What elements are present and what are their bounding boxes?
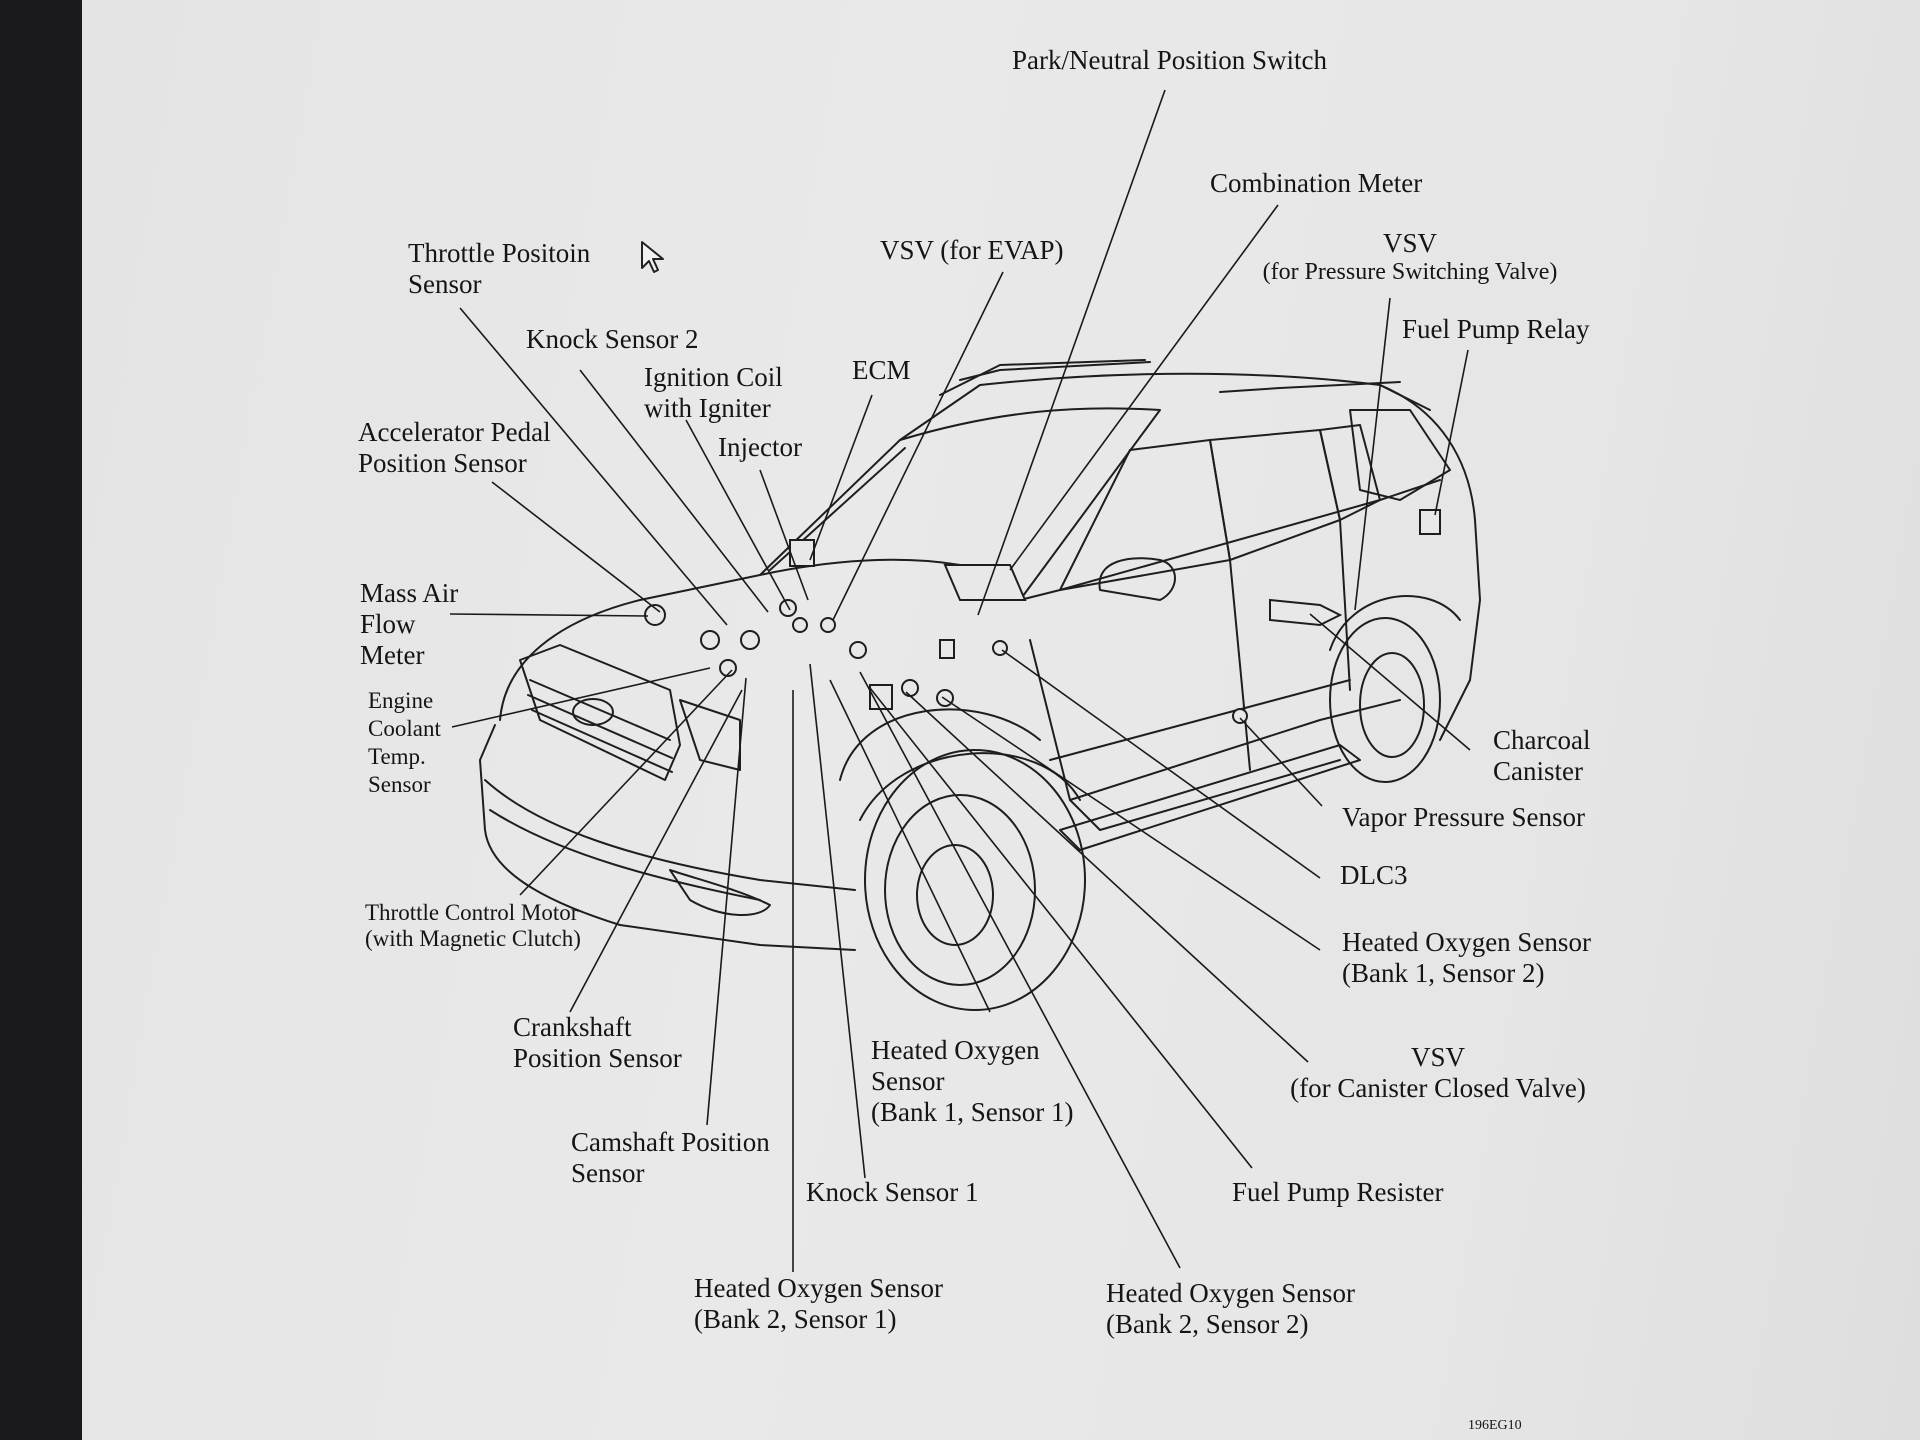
label-knock-sensor-1: Knock Sensor 1: [806, 1177, 979, 1207]
label-ho2-b1s2-line2: (Bank 1, Sensor 2): [1342, 958, 1545, 988]
label-knock-sensor-2: Knock Sensor 2: [526, 324, 699, 354]
label-charcoal-line2: Canister: [1493, 756, 1583, 786]
label-ect-line3: Temp.: [368, 744, 426, 769]
label-ignition-line2: with Igniter: [644, 393, 771, 423]
label-vsv-ccv-line1: VSV: [1410, 1042, 1465, 1072]
figure-code: 196EG10: [1468, 1418, 1522, 1433]
screen-bezel: [0, 0, 92, 1440]
label-crank-line2: Position Sensor: [513, 1043, 682, 1073]
label-ho2-bank2-sensor2: Heated Oxygen Sensor (Bank 2, Sensor 2): [1106, 1278, 1355, 1340]
label-maf-line3: Meter: [360, 640, 425, 670]
component-markers: [644, 509, 1441, 724]
label-maf-line2: Flow: [360, 609, 416, 639]
label-ho2-b2s1-line2: (Bank 2, Sensor 1): [694, 1304, 897, 1334]
label-ecm: ECM: [852, 355, 911, 385]
label-ho2-b2s2-line1: Heated Oxygen Sensor: [1106, 1278, 1355, 1308]
label-ignition-coil: Ignition Coil with Igniter: [644, 362, 783, 424]
label-fuel-pump-resister: Fuel Pump Resister: [1232, 1177, 1444, 1207]
label-crankshaft-position-sensor: Crankshaft Position Sensor: [513, 1012, 682, 1074]
label-throttle-position-sensor: Throttle Positoin Sensor: [408, 238, 590, 300]
label-vapor-pressure-sensor: Vapor Pressure Sensor: [1342, 802, 1585, 832]
vehicle-outline: [479, 359, 1481, 1011]
label-aps-line2: Position Sensor: [358, 448, 527, 478]
label-tcm-line2: (with Magnetic Clutch): [365, 926, 581, 951]
label-combination-meter: Combination Meter: [1210, 168, 1423, 198]
leader-lines: [449, 89, 1471, 1272]
label-mass-air-flow-meter: Mass Air Flow Meter: [360, 578, 458, 671]
label-ect-line4: Sensor: [368, 772, 431, 797]
label-vsv-psv-line2: (for Pressure Switching Valve): [1262, 259, 1558, 285]
label-dlc3: DLC3: [1340, 860, 1408, 890]
label-charcoal-line1: Charcoal: [1493, 725, 1591, 755]
label-tps-line1: Throttle Positoin: [408, 238, 591, 268]
label-tps-line2: Sensor: [408, 269, 482, 299]
label-tcm-line1: Throttle Control Motor: [365, 900, 579, 925]
label-ect-line1: Engine: [368, 688, 434, 713]
label-ho2-b1s2-line1: Heated Oxygen Sensor: [1342, 927, 1591, 957]
label-cam-line1: Camshaft Position: [571, 1127, 770, 1157]
label-vsv-canister-closed-valve: VSV (for Canister Closed Valve): [1278, 1042, 1598, 1104]
label-ho2-b2s2-line2: (Bank 2, Sensor 2): [1106, 1309, 1309, 1339]
label-injector: Injector: [718, 432, 802, 462]
label-charcoal-canister: Charcoal Canister: [1493, 725, 1590, 787]
label-ho2-b1s1-line3: (Bank 1, Sensor 1): [871, 1097, 1074, 1127]
label-vsv-evap: VSV (for EVAP): [880, 235, 1064, 265]
label-ho2-bank1-sensor2: Heated Oxygen Sensor (Bank 1, Sensor 2): [1342, 927, 1591, 989]
label-fuel-pump-relay: Fuel Pump Relay: [1402, 314, 1590, 344]
label-vsv-pressure-switching-valve: VSV (for Pressure Switching Valve): [1260, 228, 1560, 285]
label-ho2-bank1-sensor1: Heated Oxygen Sensor (Bank 1, Sensor 1): [871, 1035, 1073, 1128]
label-ho2-b1s1-line1: Heated Oxygen: [871, 1035, 1040, 1065]
document-page: [82, 0, 1920, 1440]
label-vsv-ccv-line2: (for Canister Closed Valve): [1290, 1073, 1586, 1103]
label-crank-line1: Crankshaft: [513, 1012, 632, 1042]
label-ho2-b2s1-line1: Heated Oxygen Sensor: [694, 1273, 943, 1303]
label-throttle-control-motor: Throttle Control Motor (with Magnetic Cl…: [365, 900, 581, 952]
label-maf-line1: Mass Air: [360, 578, 459, 608]
label-park-neutral-switch: Park/Neutral Position Switch: [1012, 45, 1327, 75]
label-vsv-psv-line1: VSV: [1382, 228, 1437, 258]
label-engine-coolant-temp-sensor: Engine Coolant Temp. Sensor: [368, 687, 441, 799]
label-aps-line1: Accelerator Pedal: [358, 417, 551, 447]
label-ect-line2: Coolant: [368, 716, 441, 741]
label-ho2-bank2-sensor1: Heated Oxygen Sensor (Bank 2, Sensor 1): [694, 1273, 943, 1335]
label-ho2-b1s1-line2: Sensor: [871, 1066, 945, 1096]
mouse-cursor-icon: [641, 241, 664, 273]
label-accelerator-pedal-sensor: Accelerator Pedal Position Sensor: [358, 417, 551, 479]
label-ignition-line1: Ignition Coil: [644, 362, 783, 392]
label-camshaft-position-sensor: Camshaft Position Sensor: [571, 1127, 770, 1189]
label-cam-line2: Sensor: [571, 1158, 645, 1188]
